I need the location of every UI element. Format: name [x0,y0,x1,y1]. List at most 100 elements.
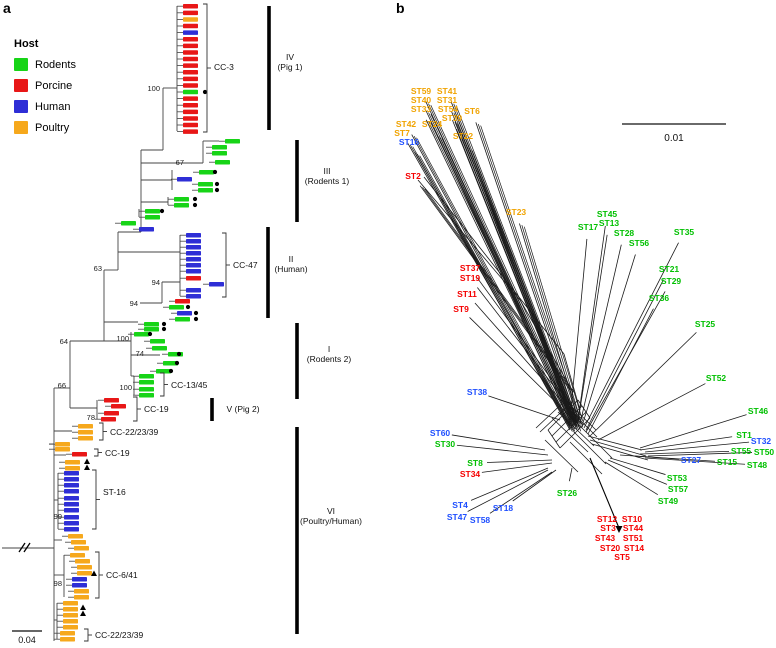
st-label: ST35 [674,227,695,237]
network-edge [551,417,589,453]
network-edge [474,302,583,425]
network-edge [441,137,578,430]
clade-label: CC-22/23/39 [110,427,158,437]
network-edge [577,234,608,423]
st-label: ST29 [661,276,682,286]
st-label: ST43 [595,533,616,543]
clade-label: CC-6/41 [106,570,138,580]
taxon-bar [55,447,70,452]
st-label: ST49 [658,496,679,506]
bootstrap-value: 94 [152,278,160,287]
taxon-bar [77,571,92,576]
network-edge [430,113,578,426]
network-edge [647,452,753,457]
st-label: ST5 [614,552,630,562]
st-label: ST48 [747,460,768,470]
st-label: ST28 [614,228,635,238]
network-edge [579,244,622,425]
st-label: ST16 [399,137,420,147]
bootstrap-value: 100 [147,84,160,93]
taxon-bar [183,37,198,42]
network-edge [521,224,581,420]
st-label: ST24 [422,119,443,129]
network-edge [451,434,546,451]
network-edge [609,457,666,475]
arrow-head [615,526,623,533]
taxon-bar [139,393,154,398]
taxon-bar [78,436,93,441]
st-label: ST12 [597,514,618,524]
taxon-bar [104,411,119,416]
network-edge [512,469,557,502]
st-label: ST9 [453,304,469,314]
clade-bracket [99,422,104,441]
marker-dot [214,181,220,187]
group-label: II [289,254,294,264]
taxon-bar [177,311,192,316]
taxon-bar [186,288,201,293]
clade-label: CC-3 [214,62,234,72]
clade-label: ST-16 [103,487,126,497]
clade-bracket [160,372,165,397]
st-label: ST47 [447,512,468,522]
taxon-bar [71,540,86,545]
st-label: ST31 [437,95,458,105]
scale-bar-a-value: 0.04 [18,635,36,645]
st-label: ST20 [600,543,621,553]
taxon-bar [139,380,154,385]
taxon-bar [174,203,189,208]
st-label: ST57 [668,484,689,494]
bootstrap-value: 63 [94,264,102,273]
taxon-bar [186,257,201,262]
network-edge [470,467,549,501]
st-label: ST42 [396,119,417,129]
st-label: ST45 [597,209,618,219]
network-edge [416,153,573,432]
st-label: ST19 [460,273,481,283]
network-edge [469,317,583,429]
taxon-bar [74,595,89,600]
taxon-bar [183,10,198,16]
network-edge [589,332,697,437]
network-edge [477,123,581,426]
st-label: ST22 [453,131,474,141]
porcine-color-swatch [14,79,28,92]
taxon-bar [183,43,198,49]
taxon-bar [186,294,201,299]
taxon-bar [186,269,201,274]
network-edge [416,137,576,430]
taxon-bar [72,577,87,582]
group-sublabel: (Rodents 1) [305,176,350,186]
st-label: ST59 [411,86,432,96]
taxon-bar [64,508,79,513]
taxon-bar [177,177,192,182]
marker-dot [147,331,153,337]
taxon-bar [209,282,224,287]
legend-title: Host [14,38,39,50]
st-label: ST10 [622,514,643,524]
taxon-bar [64,496,79,501]
st-label: ST26 [557,488,578,498]
st-label: ST7 [394,128,410,138]
marker-dot [192,202,198,208]
network-edge [486,459,553,463]
taxon-bar [186,263,201,268]
taxon-bar [70,553,85,558]
taxon-bar [63,607,78,612]
st-label: ST39 [442,113,463,123]
taxon-bar [72,583,87,588]
st-label: ST1 [736,430,752,440]
network-edge [419,185,571,391]
taxon-bar [74,589,89,594]
taxon-bar [144,327,159,332]
taxon-bar [77,565,92,570]
network-edge [547,429,561,449]
legend-item-label: Poultry [35,121,70,134]
scale-bar-b-value: 0.01 [664,133,684,144]
poultry-color-swatch [14,121,28,134]
st-label: ST32 [751,436,772,446]
group-label: III [323,166,330,176]
network-edge [456,128,576,426]
taxon-bar [183,56,198,62]
network-edge [436,134,573,427]
